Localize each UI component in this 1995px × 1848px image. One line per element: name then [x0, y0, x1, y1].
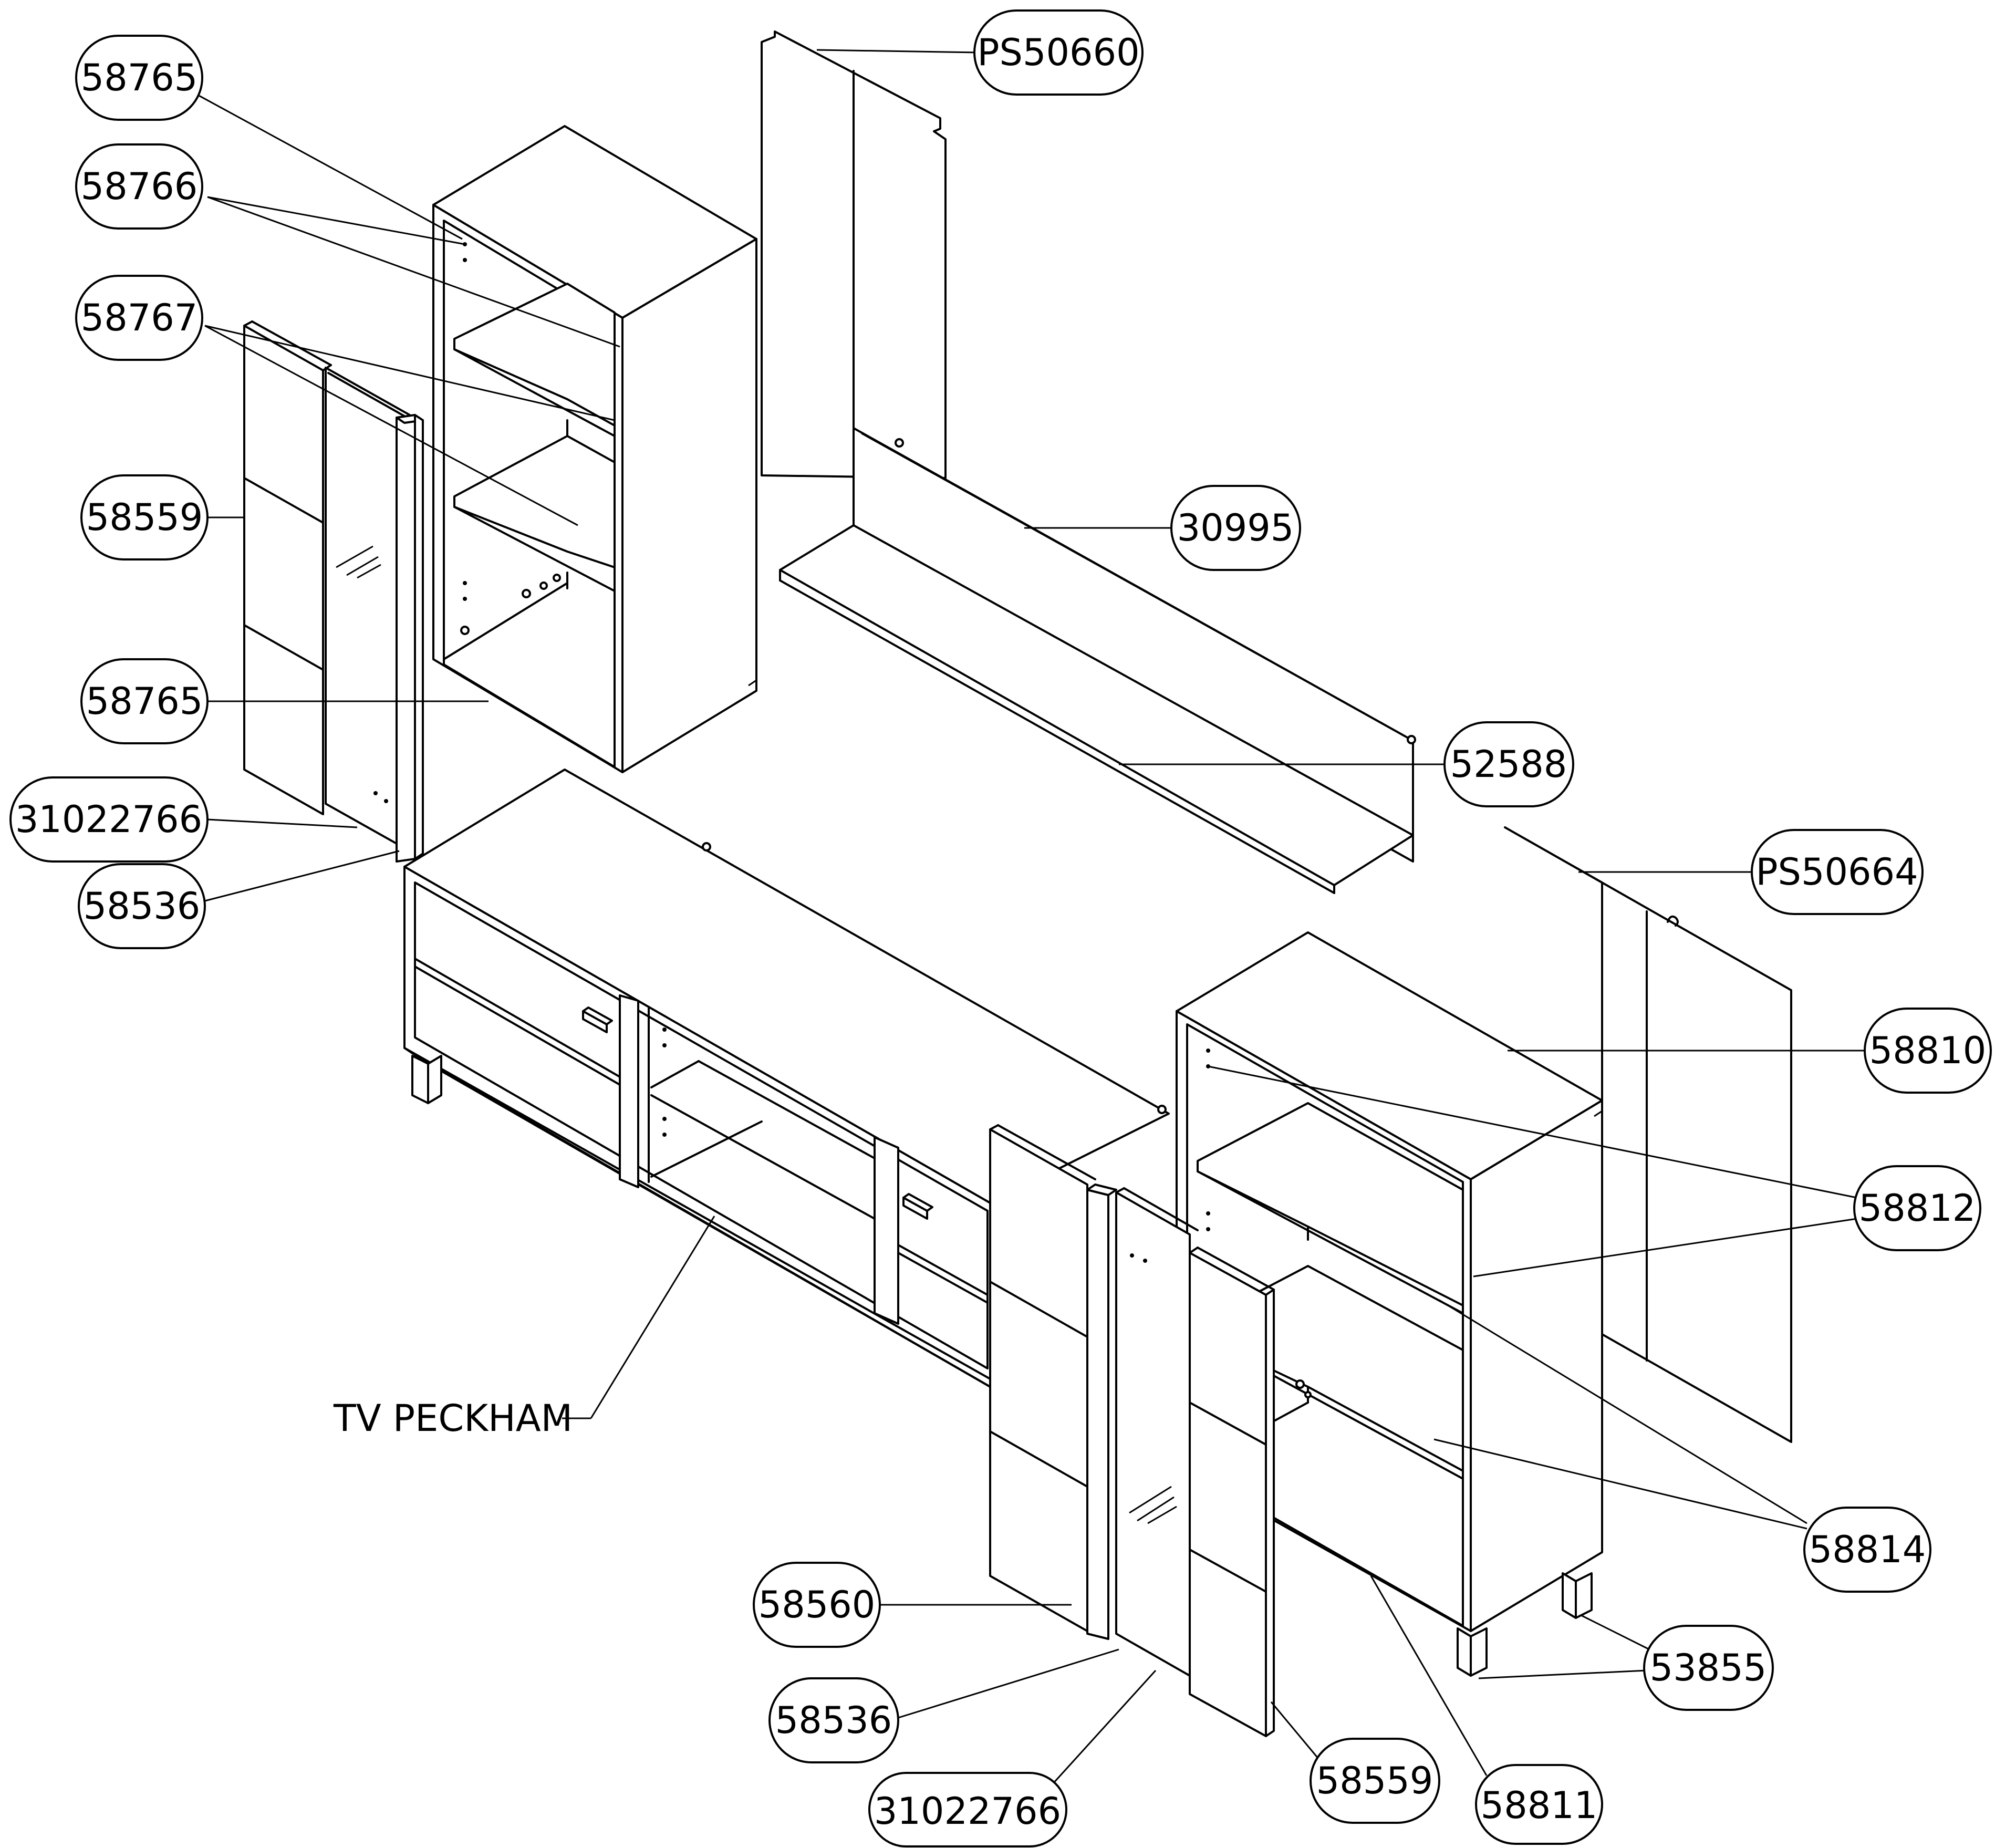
callout-label: 53855 [1650, 1646, 1767, 1689]
upper-left-doors [243, 320, 424, 863]
callout-label: 58559 [86, 496, 203, 539]
upper-cabinet [432, 125, 757, 773]
callout-label: 58766 [81, 165, 198, 208]
callout-label: 58765 [86, 680, 203, 723]
callout-ps50660: PS50660 [973, 9, 1144, 96]
callout-58767: 58767 [75, 275, 203, 361]
callout-58559-lower: 58559 [1310, 1738, 1440, 1824]
callout-58812: 58812 [1853, 1165, 1981, 1251]
assembly-label: TV PECKHAM [333, 1397, 573, 1440]
callout-58814: 58814 [1803, 1507, 1931, 1593]
lower-right-doors [989, 1124, 1275, 1737]
callout-label: 52588 [1450, 743, 1567, 786]
callout-58560: 58560 [753, 1562, 881, 1648]
callout-58559-upper: 58559 [80, 474, 209, 560]
callout-label: 31022766 [874, 1790, 1061, 1833]
leader-lines [196, 49, 1867, 1784]
callout-58765-mid: 58765 [80, 658, 209, 744]
callout-label: 31022766 [15, 798, 202, 841]
callout-31022766-upper: 31022766 [9, 776, 209, 863]
callout-label: PS50664 [1755, 850, 1918, 894]
wall-shelf [779, 427, 1416, 894]
callout-label: 58814 [1809, 1528, 1926, 1571]
callout-58536-upper: 58536 [78, 863, 206, 949]
callout-53855: 53855 [1643, 1625, 1774, 1711]
callout-52588: 52588 [1443, 721, 1574, 807]
callout-label: 58559 [1316, 1759, 1433, 1802]
callout-label: 58767 [81, 296, 198, 339]
callout-58811: 58811 [1475, 1764, 1603, 1845]
callout-label: 58810 [1869, 1029, 1987, 1072]
callout-31022766-lower: 31022766 [868, 1772, 1067, 1847]
back-panel-right [1504, 826, 1792, 1443]
callout-label: 58812 [1859, 1187, 1976, 1230]
callout-58536-lower: 58536 [768, 1677, 899, 1763]
callout-label: 30995 [1177, 506, 1294, 549]
callout-58766: 58766 [75, 143, 203, 230]
callout-label: PS50660 [977, 31, 1139, 74]
callout-58765-top: 58765 [75, 35, 203, 121]
callout-label: 58560 [758, 1583, 876, 1626]
callout-ps50664: PS50664 [1751, 829, 1924, 915]
callout-label: 58536 [84, 885, 201, 928]
callouts: 58765 58766 58767 58559 58765 31022766 5… [9, 9, 1992, 1847]
callout-label: 58811 [1481, 1784, 1598, 1827]
tv-base-unit [403, 769, 1170, 1388]
callout-58810: 58810 [1864, 1008, 1992, 1094]
callout-label: 58536 [775, 1699, 892, 1742]
callout-30995: 30995 [1170, 485, 1301, 571]
callout-label: 58765 [81, 56, 198, 99]
